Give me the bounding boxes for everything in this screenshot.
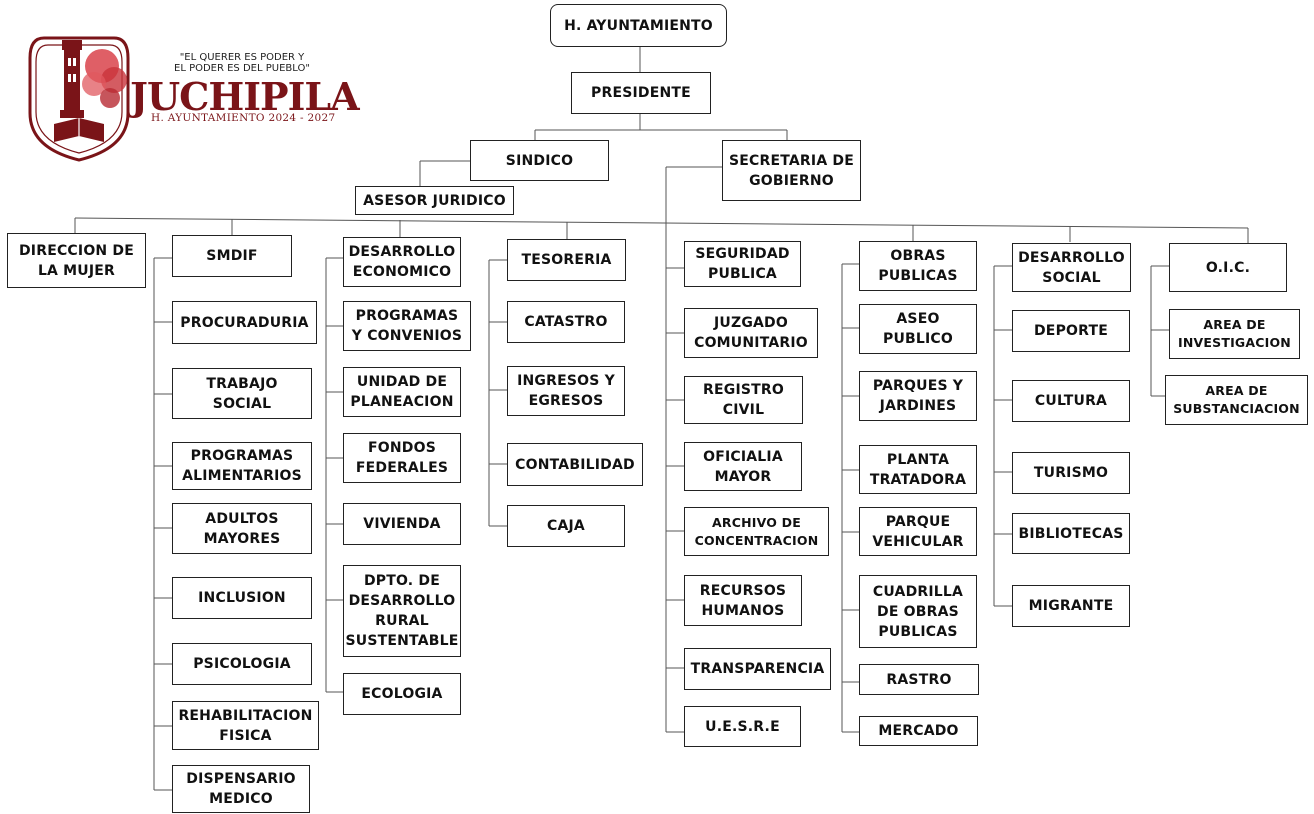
node-recursos-humanos: RECURSOS HUMANOS xyxy=(684,575,802,626)
node-parques-jardines: PARQUES Y JARDINES xyxy=(859,371,977,421)
node-tesoreria: TESORERIA xyxy=(507,239,626,281)
juchipila-logo: "EL QUERER ES PODER Y EL PODER ES DEL PU… xyxy=(24,18,364,163)
node-smdif: SMDIF xyxy=(172,235,292,277)
node-contabilidad: CONTABILIDAD xyxy=(507,443,643,486)
node-trabajo-social: TRABAJO SOCIAL xyxy=(172,368,312,419)
node-transparencia: TRANSPARENCIA xyxy=(684,648,831,690)
node-cuadrilla-obras: CUADRILLA DE OBRAS PUBLICAS xyxy=(859,575,977,648)
node-mercado: MERCADO xyxy=(859,716,978,746)
node-turismo: TURISMO xyxy=(1012,452,1130,494)
node-archivo-concentracion: ARCHIVO DE CONCENTRACION xyxy=(684,507,829,556)
node-psicologia: PSICOLOGIA xyxy=(172,643,312,685)
node-vivienda: VIVIENDA xyxy=(343,503,461,545)
node-parque-vehicular: PARQUE VEHICULAR xyxy=(859,507,977,556)
node-catastro: CATASTRO xyxy=(507,301,625,343)
node-seguridad-publica: SEGURIDAD PUBLICA xyxy=(684,241,801,287)
node-uesre: U.E.S.R.E xyxy=(684,706,801,747)
node-adultos-mayores: ADULTOS MAYORES xyxy=(172,503,312,554)
node-caja: CAJA xyxy=(507,505,625,547)
node-rastro: RASTRO xyxy=(859,664,979,695)
coat-of-arms-emblem xyxy=(28,36,130,162)
node-desarrollo-rural: DPTO. DE DESARROLLO RURAL SUSTENTABLE xyxy=(343,565,461,657)
node-procuraduria: PROCURADURIA xyxy=(172,301,317,344)
node-presidente: PRESIDENTE xyxy=(571,72,711,114)
node-direccion-mujer: DIRECCION DE LA MUJER xyxy=(7,233,146,288)
node-ecologia: ECOLOGIA xyxy=(343,673,461,715)
node-migrante: MIGRANTE xyxy=(1012,585,1130,627)
node-unidad-planeacion: UNIDAD DE PLANEACION xyxy=(343,367,461,417)
node-juzgado-comunitario: JUZGADO COMUNITARIO xyxy=(684,308,818,358)
node-planta-tratadora: PLANTA TRATADORA xyxy=(859,445,977,494)
node-inclusion: INCLUSION xyxy=(172,577,312,619)
node-fondos-federales: FONDOS FEDERALES xyxy=(343,433,461,483)
node-asesor-juridico: ASESOR JURIDICO xyxy=(355,186,514,215)
node-obras-publicas: OBRAS PUBLICAS xyxy=(859,241,977,291)
logo-motto: "EL QUERER ES PODER Y EL PODER ES DEL PU… xyxy=(174,52,310,74)
node-ayuntamiento: H. AYUNTAMIENTO xyxy=(550,4,727,47)
node-programas-convenios: PROGRAMAS Y CONVENIOS xyxy=(343,301,471,351)
node-desarrollo-social: DESARROLLO SOCIAL xyxy=(1012,243,1131,292)
node-oficialia-mayor: OFICIALIA MAYOR xyxy=(684,442,802,491)
node-registro-civil: REGISTRO CIVIL xyxy=(684,376,803,424)
logo-administration: H. AYUNTAMIENTO 2024 - 2027 xyxy=(151,112,336,124)
node-desarrollo-economico: DESARROLLO ECONOMICO xyxy=(343,237,461,287)
node-oic: O.I.C. xyxy=(1169,243,1287,292)
node-rehabilitacion-fisica: REHABILITACION FISICA xyxy=(172,701,319,750)
node-programas-alimentarios: PROGRAMAS ALIMENTARIOS xyxy=(172,442,312,490)
node-secretaria-gobierno: SECRETARIA DE GOBIERNO xyxy=(722,140,861,201)
node-deporte: DEPORTE xyxy=(1012,310,1130,352)
node-bibliotecas: BIBLIOTECAS xyxy=(1012,513,1130,554)
node-sindico: SINDICO xyxy=(470,140,609,181)
logo-town-name: JUCHIPILA xyxy=(130,74,360,119)
node-area-investigacion: AREA DE INVESTIGACION xyxy=(1169,309,1300,359)
node-area-substanciacion: AREA DE SUBSTANCIACION xyxy=(1165,375,1308,425)
node-dispensario-medico: DISPENSARIO MEDICO xyxy=(172,765,310,813)
node-cultura: CULTURA xyxy=(1012,380,1130,422)
node-aseo-publico: ASEO PUBLICO xyxy=(859,304,977,354)
node-ingresos-egresos: INGRESOS Y EGRESOS xyxy=(507,366,625,416)
